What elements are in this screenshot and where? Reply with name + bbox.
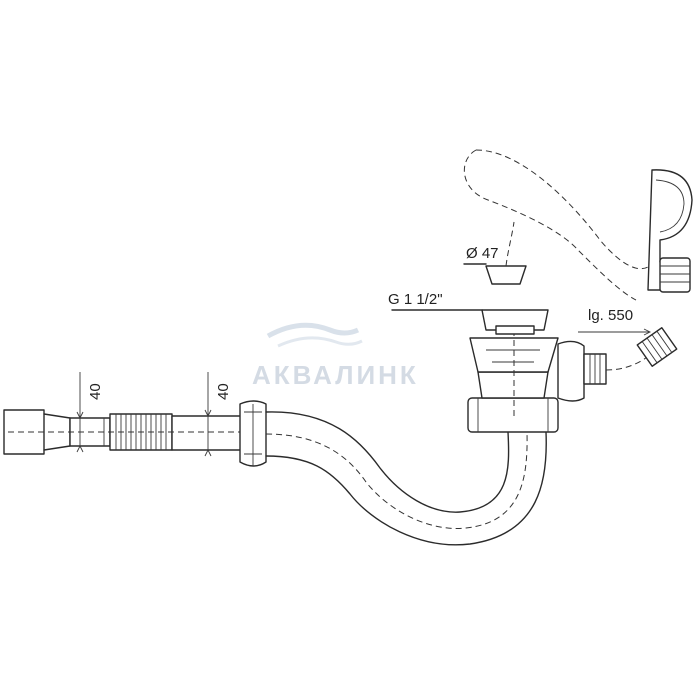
overflow-cover [647,169,693,293]
diameter-label: Ø 47 [466,245,499,262]
dimension-left-label: 40 [87,383,104,400]
watermark-logo: АКВАЛИНК [252,322,419,390]
thread-label: G 1 1/2" [388,291,443,308]
strainer [391,309,549,335]
union-nut-left [239,400,267,467]
dimension-right: 40 [204,372,232,457]
trap-pipe [265,411,547,546]
corrugated-hose [8,413,243,451]
overflow-connector [557,340,607,402]
watermark-text: АКВАЛИНК [252,360,419,390]
plug-stopper [463,221,527,285]
overflow-spiral [636,327,678,367]
length-dimension: lg. 550 [578,307,652,336]
dimension-left: 40 [76,372,104,453]
overflow-hose [463,149,661,371]
length-label: lg. 550 [588,307,633,324]
dimension-right-label: 40 [215,383,232,400]
pipe-end-left [3,409,111,455]
drain-body [467,330,559,433]
